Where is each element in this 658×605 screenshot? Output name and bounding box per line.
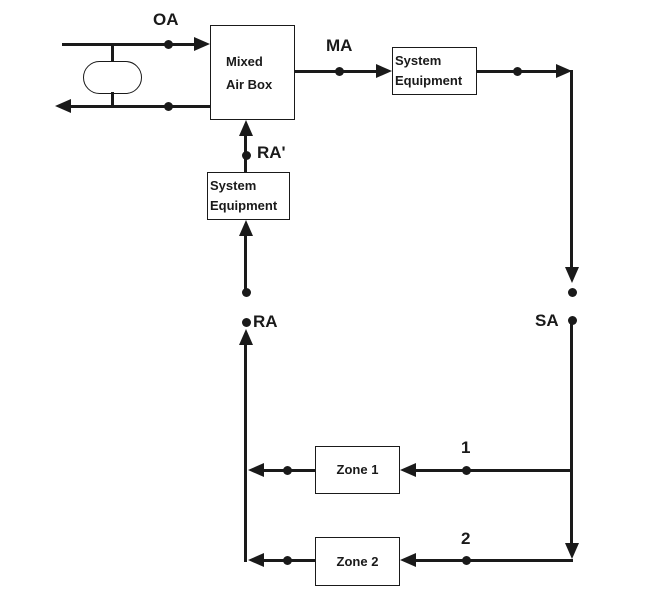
zone1-supply-line (408, 469, 573, 472)
damper-connector-top (111, 43, 114, 63)
system-equipment-top-box: System Equipment (392, 47, 477, 95)
zone1-return-state-point-dot (283, 466, 292, 475)
supply-duct-arrow-icon (556, 64, 572, 78)
ma-state-point-dot (335, 67, 344, 76)
mixed-air-box-label-line2: Air Box (226, 76, 273, 92)
ma-arrow-icon (376, 64, 392, 78)
system-equipment-left-label-line1: System (210, 178, 257, 193)
mixed-air-box-label-line1: Mixed (226, 53, 263, 69)
exhaust-arrow-icon (55, 99, 71, 113)
right-riser-upper (570, 70, 573, 268)
exhaust-line (68, 105, 210, 108)
zone2-supply-label: 2 (461, 529, 471, 548)
right-riser-lower-arrow-icon (565, 543, 579, 559)
ra-prime-state-point-dot (242, 151, 251, 160)
sa-label: SA (535, 311, 559, 330)
oa-state-point-dot (164, 40, 173, 49)
zone1-supply-arrow-icon (400, 463, 416, 477)
return-segment-line (244, 236, 247, 292)
return-riser (244, 344, 247, 562)
return-riser-arrow-icon (239, 329, 253, 345)
zone1-return-arrow-icon (248, 463, 264, 477)
zone1-supply-label: 1 (461, 438, 471, 457)
right-riser-upper-arrow-icon (565, 267, 579, 283)
supply-duct-state-point-dot (513, 67, 522, 76)
zone2-supply-state-point-dot (462, 556, 471, 565)
right-riser-state-point-dot (568, 288, 577, 297)
zone1-supply-state-point-dot (462, 466, 471, 475)
zone2-box: Zone 2 (315, 537, 400, 586)
zone2-return-arrow-icon (248, 553, 264, 567)
ra-prime-label: RA' (257, 143, 286, 162)
ra-label: RA (253, 312, 278, 331)
return-segment-state-point-dot (242, 288, 251, 297)
oa-intake-arrow-icon (194, 37, 210, 51)
mixed-air-box: Mixed Air Box (210, 25, 295, 120)
system-equipment-left-box: System Equipment (207, 172, 290, 220)
ra-prime-arrow-icon (239, 120, 253, 136)
zone2-supply-line (408, 559, 573, 562)
system-equipment-left-label-line2: Equipment (210, 198, 278, 213)
damper-connector-bottom (111, 92, 114, 107)
oa-intake-line (62, 43, 196, 46)
zone2-return-state-point-dot (283, 556, 292, 565)
oa-label: OA (153, 10, 179, 29)
ma-label: MA (326, 36, 353, 55)
system-equipment-top-label-line1: System (395, 53, 442, 68)
zone2-label: Zone 2 (336, 553, 379, 569)
ra-state-point-dot (242, 318, 251, 327)
return-segment-arrow-icon (239, 220, 253, 236)
zone1-box: Zone 1 (315, 446, 400, 494)
zone2-supply-arrow-icon (400, 553, 416, 567)
exhaust-state-point-dot (164, 102, 173, 111)
system-equipment-top-label-line2: Equipment (395, 73, 463, 88)
damper-oval-symbol (83, 61, 142, 94)
zone1-label: Zone 1 (336, 462, 379, 477)
right-riser-lower (570, 320, 573, 544)
